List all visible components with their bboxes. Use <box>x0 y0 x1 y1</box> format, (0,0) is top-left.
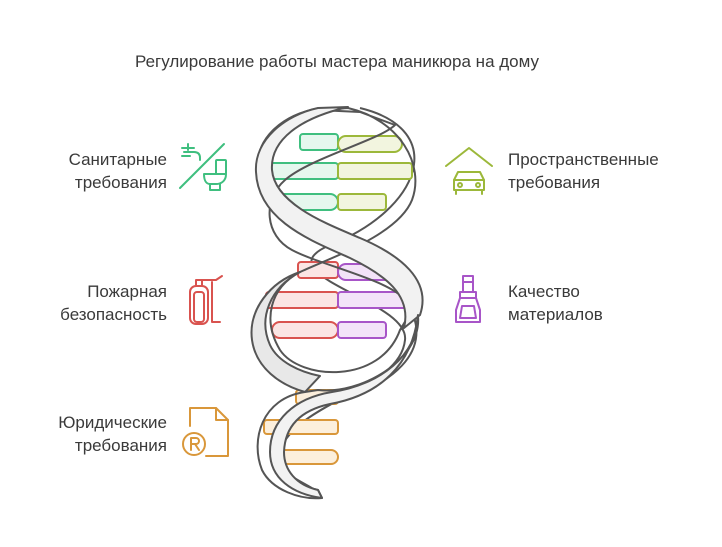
fire-extinguisher-icon <box>189 275 223 325</box>
rung-6b <box>337 321 387 339</box>
legal-document-icon <box>182 407 229 457</box>
rung-6 <box>271 321 339 339</box>
rung-2 <box>267 162 339 180</box>
faucet-toilet-icon <box>179 143 227 191</box>
rungs-sanitary-spatial <box>267 133 413 211</box>
rung-3b <box>337 193 387 211</box>
rung-1b <box>337 135 403 153</box>
diagram-title: Регулирование работы мастера маникюра на… <box>135 52 539 71</box>
nail-polish-icon <box>455 275 481 323</box>
rung-1 <box>299 133 339 151</box>
rung-2b <box>337 162 413 180</box>
helix-ribbon-fill <box>250 106 424 499</box>
house-car-icon <box>445 147 493 195</box>
